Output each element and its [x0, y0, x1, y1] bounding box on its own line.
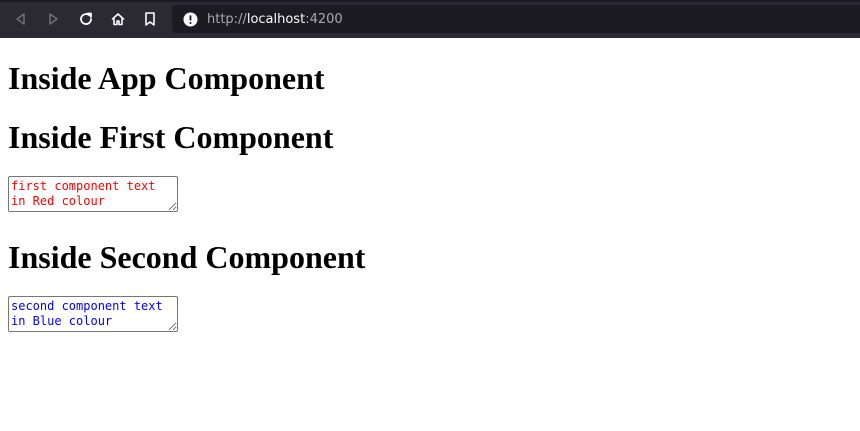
- url-scheme: http://: [207, 11, 247, 27]
- url-port: :4200: [305, 11, 343, 27]
- bookmark-icon: [143, 11, 157, 27]
- url-text[interactable]: http://localhost:4200: [207, 12, 343, 27]
- back-button[interactable]: [10, 8, 32, 30]
- second-component-textarea[interactable]: second component text in Blue colour: [8, 296, 178, 332]
- app-component-heading: Inside App Component: [8, 60, 325, 96]
- url-host: localhost: [246, 11, 306, 27]
- tab-strip: [0, 0, 860, 2]
- forward-icon: [46, 12, 60, 26]
- bookmark-button[interactable]: [139, 8, 161, 30]
- first-component-textarea[interactable]: first component text in Red colour: [8, 176, 178, 212]
- reload-icon: [78, 11, 94, 27]
- info-icon[interactable]: [182, 11, 198, 27]
- address-bar[interactable]: http://localhost:4200: [172, 5, 860, 33]
- first-component-heading: Inside First Component: [8, 119, 334, 155]
- home-icon: [110, 11, 126, 27]
- home-button[interactable]: [107, 8, 129, 30]
- forward-button[interactable]: [42, 8, 64, 30]
- browser-toolbar: http://localhost:4200: [0, 0, 860, 38]
- reload-button[interactable]: [75, 8, 97, 30]
- back-icon: [14, 12, 28, 26]
- second-component-heading: Inside Second Component: [8, 239, 366, 275]
